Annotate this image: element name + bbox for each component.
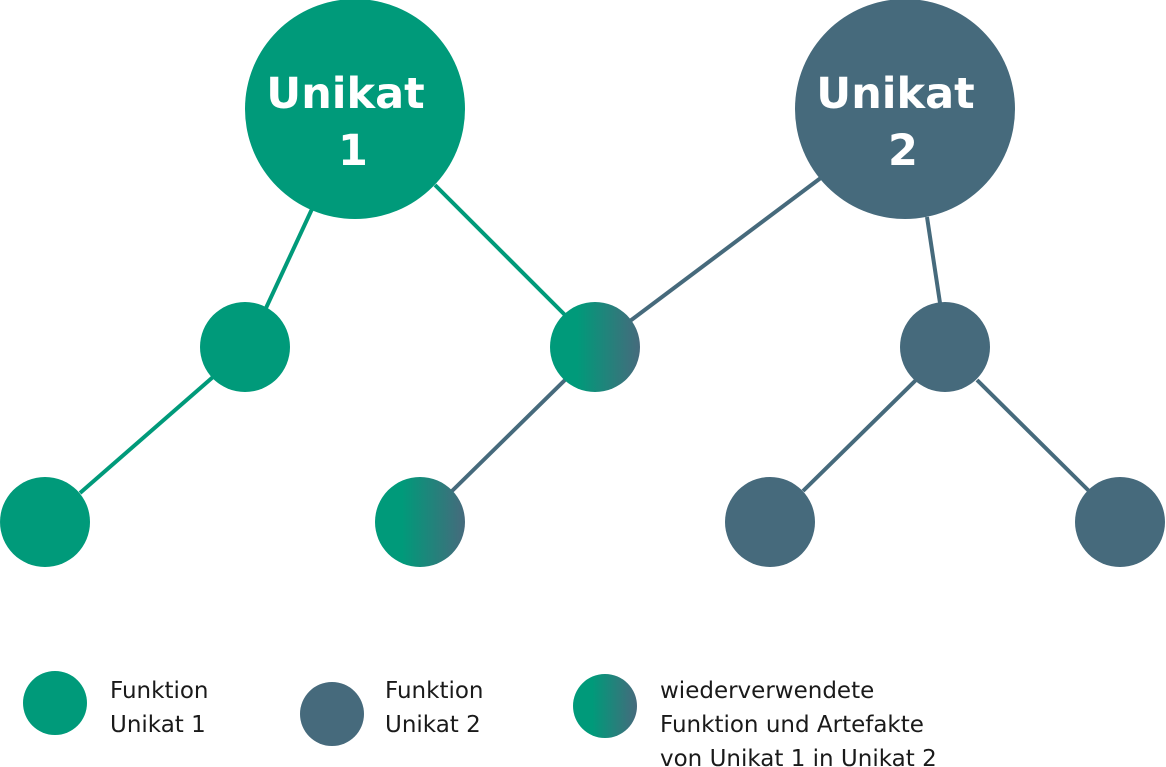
function-node-unikat2-mid	[900, 302, 990, 392]
legend: Funktion Unikat 1 Funktion Unikat 2 wied…	[23, 671, 937, 767]
function-node-unikat1-leaf	[0, 477, 90, 567]
legend-item-unikat1: Funktion Unikat 1	[23, 671, 216, 738]
unikat2-root-node	[795, 0, 1015, 219]
function-node-unikat1-mid	[200, 302, 290, 392]
function-node-reused-leaf	[375, 477, 465, 567]
unikat1-root-label: Unikat 1	[266, 69, 439, 176]
legend-label-unikat1-line2: Unikat 1	[110, 712, 206, 738]
edge-unikat1-to-node-a	[264, 208, 314, 309]
function-node-unikat2-leaf-left	[725, 477, 815, 567]
unikat1-root-label-line1: Unikat	[266, 69, 424, 119]
unikat2-root-label: Unikat 2	[816, 69, 989, 176]
legend-label-reused-line2: Funktion und Artefakte	[660, 712, 924, 738]
legend-label-unikat1: Funktion Unikat 1	[110, 678, 216, 738]
legend-label-reused: wiederverwendete Funktion und Artefakte …	[660, 678, 937, 767]
edge-node-c-to-leaf-3	[801, 378, 918, 493]
function-node-reused-mid	[550, 302, 640, 392]
unikat2-root-label-line2: 2	[888, 126, 918, 176]
edge-unikat1-to-node-b	[433, 183, 567, 317]
legend-label-reused-line3: von Unikat 1 in Unikat 2	[660, 746, 937, 767]
legend-item-unikat2: Funktion Unikat 2	[300, 678, 491, 746]
legend-label-unikat2: Funktion Unikat 2	[385, 678, 491, 738]
edge-unikat2-to-node-c	[925, 216, 942, 304]
edge-node-c-to-leaf-4	[975, 378, 1092, 494]
legend-label-reused-line1: wiederverwendete	[660, 678, 874, 704]
edge-node-b-to-leaf-2	[450, 378, 567, 493]
legend-swatch-unikat1	[23, 671, 87, 735]
edge-unikat2-to-node-b	[628, 175, 824, 323]
legend-label-unikat2-line2: Unikat 2	[385, 712, 481, 738]
legend-item-reused: wiederverwendete Funktion und Artefakte …	[573, 674, 937, 767]
unikat2-root-label-line1: Unikat	[816, 69, 974, 119]
legend-label-unikat2-line1: Funktion	[385, 678, 484, 704]
legend-swatch-unikat2	[300, 682, 364, 746]
unikat1-root-label-line2: 1	[338, 126, 368, 176]
edge-node-a-to-leaf-1	[78, 375, 215, 495]
legend-label-unikat1-line1: Funktion	[110, 678, 209, 704]
function-node-unikat2-leaf-right	[1075, 477, 1165, 567]
legend-swatch-reused	[573, 674, 637, 738]
connectors	[78, 175, 1092, 495]
unikat1-root-node	[245, 0, 465, 219]
